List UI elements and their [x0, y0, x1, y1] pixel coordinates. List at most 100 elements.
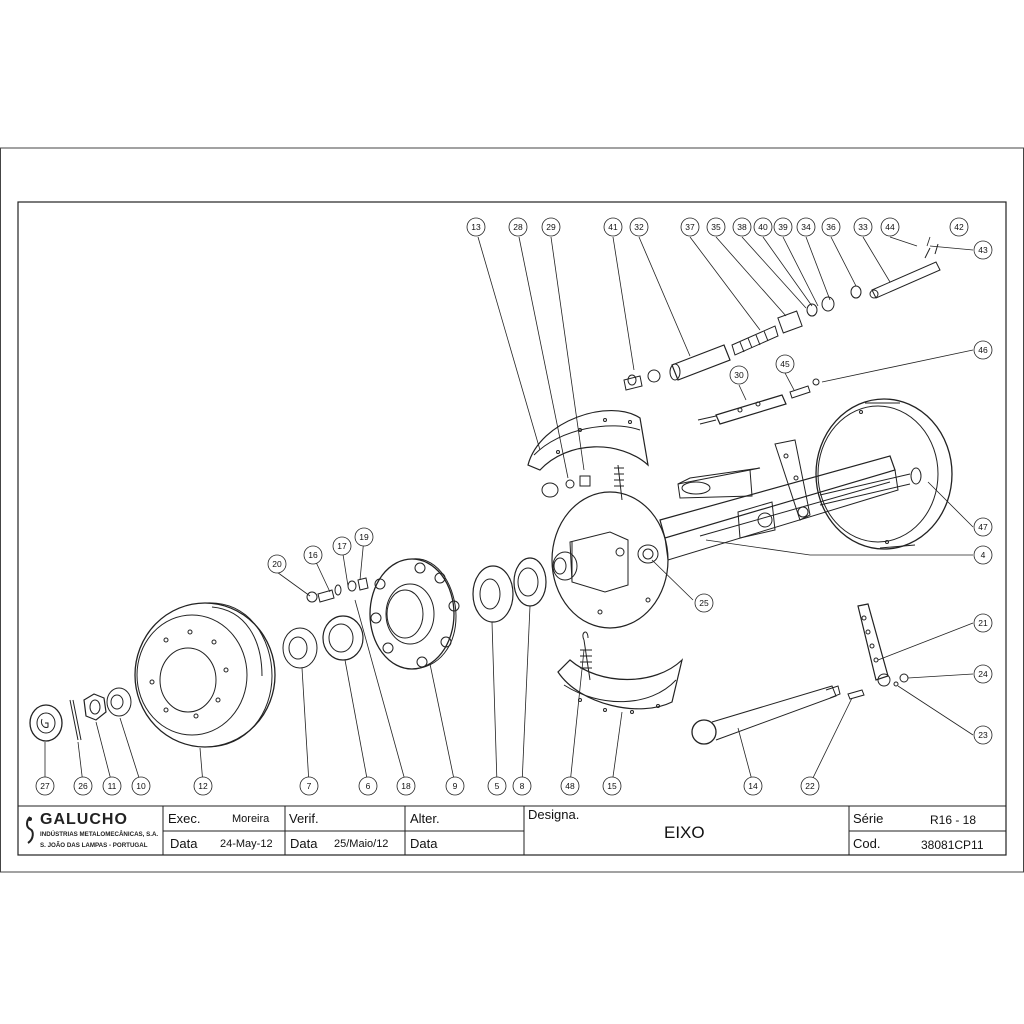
callout-label: 41: [608, 222, 618, 232]
callout-label: 35: [711, 222, 721, 232]
seal-8: [513, 557, 547, 607]
callout-37: [680, 217, 700, 237]
company-logo: GALUCHO INDÚSTRIAS METALOMECÂNICAS, S.A.…: [24, 811, 160, 853]
callout-39: [773, 217, 793, 237]
wheel-hub: [369, 558, 460, 670]
callout-27: [35, 776, 55, 796]
callout-40: [753, 217, 773, 237]
callout-label: 20: [272, 559, 282, 569]
callout-label: 15: [607, 781, 617, 791]
callout-43: [973, 240, 993, 260]
wheel-studs: [306, 577, 369, 603]
callout-balloons: [35, 217, 993, 796]
callout-33: [853, 217, 873, 237]
company-line-1: INDÚSTRIAS METALOMECÂNICAS, S.A.: [40, 831, 159, 838]
front-brake-drum: [134, 602, 276, 748]
verif-label: Verif.: [289, 811, 319, 826]
callout-6: [358, 776, 378, 796]
callout-label: 48: [565, 781, 575, 791]
upper-brake-shoe: [527, 410, 649, 501]
callout-label: 33: [858, 222, 868, 232]
callout-label: 25: [699, 598, 709, 608]
callout-48: [560, 776, 580, 796]
callout-label: 22: [805, 781, 815, 791]
serie-value: R16 - 18: [930, 813, 977, 827]
callout-44: [880, 217, 900, 237]
bearing-cone-5: [472, 565, 514, 623]
callout-label: 17: [337, 541, 347, 551]
company-name: GALUCHO: [40, 811, 128, 828]
callout-24: [973, 664, 993, 684]
callout-34: [796, 217, 816, 237]
callout-16: [303, 545, 323, 565]
washer-10: [106, 687, 132, 717]
callout-9: [445, 776, 465, 796]
callout-label: 10: [136, 781, 146, 791]
callout-label: 24: [978, 669, 988, 679]
callout-label: 27: [40, 781, 50, 791]
callout-label: 7: [307, 781, 312, 791]
exploded-axle-drawing: [29, 243, 953, 748]
data-value-2: 25/Maio/12: [334, 838, 389, 850]
callout-32: [629, 217, 649, 237]
callout-label: 14: [748, 781, 758, 791]
callout-25: [694, 593, 714, 613]
callout-10: [131, 776, 151, 796]
lower-brake-shoe: [557, 631, 684, 714]
callout-5: [487, 776, 507, 796]
page-border: [0, 147, 1024, 873]
exec-value: Moreira: [232, 813, 270, 825]
callout-label: 18: [401, 781, 411, 791]
callout-4: [973, 545, 993, 565]
logo-emblem-icon: [26, 816, 34, 844]
callout-30: [729, 365, 749, 385]
callout-26: [73, 776, 93, 796]
camshaft-14: [691, 685, 841, 745]
brake-backing-plate: [551, 491, 669, 629]
callout-7: [299, 776, 319, 796]
serie-label: Série: [853, 811, 884, 826]
callout-label: 8: [520, 781, 525, 791]
pin-22: [847, 689, 865, 700]
designa-label: Designa.: [528, 807, 580, 822]
callout-14: [743, 776, 763, 796]
callout-45: [775, 354, 795, 374]
cod-value: 38081CP11: [921, 838, 984, 852]
callout-36: [821, 217, 841, 237]
data-label-3: Data: [410, 836, 438, 851]
callout-17: [332, 536, 352, 556]
callout-label: 5: [495, 781, 500, 791]
drawing-frame: [17, 201, 1007, 856]
callout-numbers: 13 28 29 41 32 37 35 38 40 39 34 36 33 4…: [40, 222, 988, 791]
callout-label: 11: [108, 781, 117, 791]
callout-20: [267, 554, 287, 574]
callout-35: [706, 217, 726, 237]
callout-label: 43: [978, 245, 988, 255]
company-line-2: S. JOÃO DAS LAMPAS - PORTUGAL: [40, 842, 148, 849]
callout-label: 19: [359, 532, 369, 542]
title-block-grid: [17, 805, 1007, 856]
data-value-1: 24-May-12: [220, 838, 273, 850]
callout-label: 23: [978, 730, 988, 740]
callout-label: 37: [685, 222, 695, 232]
callout-label: 26: [78, 781, 88, 791]
callout-label: 42: [954, 222, 964, 232]
callout-label: 16: [308, 550, 318, 560]
callout-19: [354, 527, 374, 547]
callout-46: [973, 340, 993, 360]
washer-7: [282, 627, 318, 669]
callout-42: [949, 217, 969, 237]
data-label-1: Data: [170, 836, 198, 851]
cod-label: Cod.: [853, 836, 881, 851]
data-label-2: Data: [290, 836, 318, 851]
callout-15: [602, 776, 622, 796]
split-pin-26: [69, 699, 82, 741]
callout-label: 29: [546, 222, 556, 232]
callout-41: [603, 217, 623, 237]
callout-label: 36: [826, 222, 836, 232]
callout-28: [508, 217, 528, 237]
brake-lever-21: [857, 603, 909, 687]
callout-47: [973, 517, 993, 537]
callout-22: [800, 776, 820, 796]
